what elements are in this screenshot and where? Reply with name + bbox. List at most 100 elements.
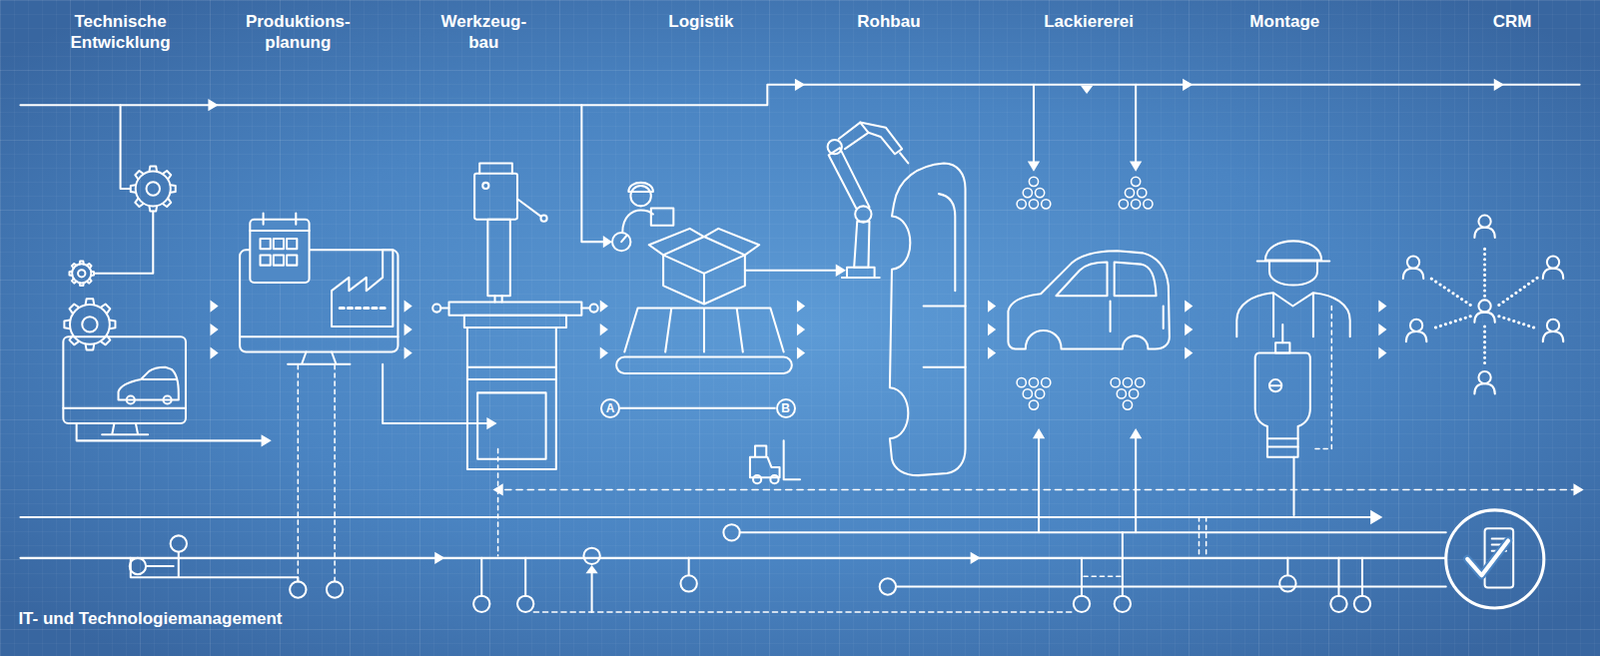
monitor-stand (62, 408, 186, 436)
paint-drop (1124, 188, 1134, 198)
paint-drop (1028, 176, 1038, 186)
paint-drop (1028, 400, 1038, 410)
factory-windows (339, 306, 385, 310)
connection-node (1279, 575, 1296, 592)
drill-bit (1281, 324, 1284, 343)
robot-tool (859, 122, 902, 155)
it-bus-line (895, 585, 1447, 588)
paint-drop (1122, 378, 1132, 388)
paint-drop (1116, 389, 1126, 399)
paint-drop (1022, 188, 1032, 198)
stage-heading: Lackiererei (1012, 11, 1166, 32)
it-flow-line (19, 516, 1373, 519)
box-stack (663, 236, 746, 304)
paint-drop (1035, 389, 1045, 399)
car-wheel (126, 395, 135, 404)
connection-node (583, 548, 600, 565)
paint-drop (1137, 188, 1147, 198)
robot-base (841, 267, 880, 278)
paint-drop (1041, 199, 1051, 209)
connection-node (129, 558, 146, 575)
factory-icon (331, 249, 393, 327)
paint-drop (1131, 176, 1141, 186)
robot-joint (854, 205, 871, 222)
machine-knob (541, 215, 548, 222)
flow-line (76, 423, 264, 441)
paint-drop (1028, 199, 1038, 209)
stage-arrows (209, 299, 1387, 359)
car-body (1007, 250, 1169, 349)
flow-arrowhead (603, 235, 613, 248)
car-body-shell (889, 162, 966, 476)
drill-body (1255, 353, 1311, 458)
flow-arrowhead (1370, 510, 1383, 525)
paint-drop (1041, 378, 1051, 388)
worker-head (630, 185, 651, 206)
machine-table (449, 301, 583, 315)
flow-line (1033, 84, 1136, 164)
robot-arm (838, 122, 869, 150)
paint-drop (1016, 378, 1026, 388)
paint-drop (1016, 199, 1026, 209)
machine-knob (482, 182, 489, 189)
station-letter: B (781, 402, 791, 415)
dashed-data-line (533, 611, 1073, 614)
flow-arrowhead (486, 417, 497, 430)
person-icon (1474, 371, 1495, 394)
calendar-grid (260, 238, 298, 266)
forklift-wheel (753, 475, 762, 484)
paint-drop (1131, 199, 1141, 209)
flow-arrowhead (434, 552, 981, 565)
flow-arrowhead (261, 434, 272, 447)
paint-drop (1135, 378, 1145, 388)
gauge-icon (612, 232, 631, 251)
conveyor-belt (624, 308, 784, 353)
stage-heading: CRM (1436, 11, 1590, 32)
stage-arrow (1378, 299, 1387, 359)
stage-arrow (600, 299, 609, 359)
dashed-link (1314, 306, 1332, 450)
person-icon (1403, 255, 1424, 278)
flow-line (1292, 457, 1295, 516)
it-wiring (481, 532, 1363, 596)
connection-node (170, 535, 187, 552)
check-mark (1467, 541, 1509, 577)
stage-heading: Produktions- planung (231, 11, 365, 53)
machine-column (487, 219, 510, 297)
forklift-wheel (770, 475, 779, 484)
person-icon (1406, 319, 1427, 342)
machine-panel (467, 367, 557, 460)
flow-line (382, 364, 487, 424)
connection-node (1354, 596, 1371, 613)
stage-arrow (209, 299, 218, 359)
stage-heading: Logistik (624, 11, 778, 32)
worker-body (622, 209, 654, 232)
connection-node (1330, 596, 1347, 613)
connection-node (879, 578, 896, 595)
machine-knob (590, 303, 599, 312)
parcel-icon (651, 207, 674, 225)
robot-arm (853, 221, 869, 268)
monitor-stand (239, 336, 398, 365)
paint-drop (1118, 199, 1128, 209)
paint-drop (1022, 389, 1032, 399)
dashed-link (1083, 517, 1207, 577)
branch-line (581, 104, 604, 242)
machine-knob (432, 303, 441, 312)
machine-head (474, 173, 518, 220)
process-flow-line (19, 84, 1580, 105)
stage-heading: Werkzeug- bau (432, 11, 535, 53)
car-body-lines (923, 193, 966, 368)
forklift-icon (750, 440, 800, 480)
person-icon (1543, 319, 1564, 342)
station-marker: A (600, 398, 621, 419)
paint-drop (1143, 199, 1153, 209)
machine-handle (517, 198, 541, 216)
welding-tip (899, 152, 908, 163)
car-wheel (162, 395, 171, 404)
station-marker: B (776, 398, 797, 419)
stage-arrow (987, 299, 996, 359)
conveyor-roller (616, 357, 793, 374)
